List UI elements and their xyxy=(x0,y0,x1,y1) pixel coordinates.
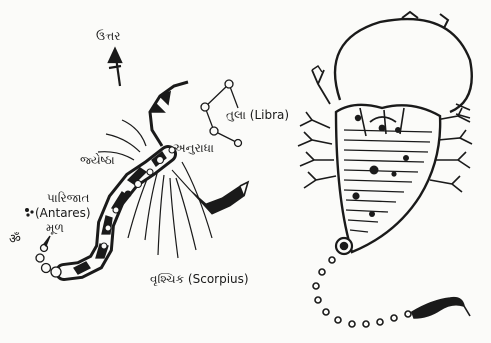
right-claw-arc xyxy=(335,19,472,112)
om-glyph: ॐ xyxy=(9,232,21,247)
drawing-tail xyxy=(313,238,411,327)
mool-label: મૂળ xyxy=(46,221,64,236)
north-label: ઉત્તર xyxy=(96,29,120,43)
scorpion-drawing xyxy=(298,12,472,327)
scorpion-stinger xyxy=(36,236,61,277)
antares-label: (Antares) xyxy=(35,206,91,220)
north-arrow-icon xyxy=(109,49,121,86)
antares-star-icon xyxy=(25,208,34,217)
anuradha-label: અનુરાધા xyxy=(173,141,214,155)
jyeshtha-label: જ્યેષ્ઠા xyxy=(80,153,115,167)
libra-label: તુલા (Libra) xyxy=(226,108,289,122)
drawing-stinger xyxy=(412,298,464,318)
constellation-scorpion xyxy=(25,82,248,277)
parijat-label: પારિજાત xyxy=(47,191,89,205)
drawing-legs-left xyxy=(298,112,336,188)
scorpius-label: વૃશ્ચિક (Scorpius) xyxy=(150,272,249,286)
